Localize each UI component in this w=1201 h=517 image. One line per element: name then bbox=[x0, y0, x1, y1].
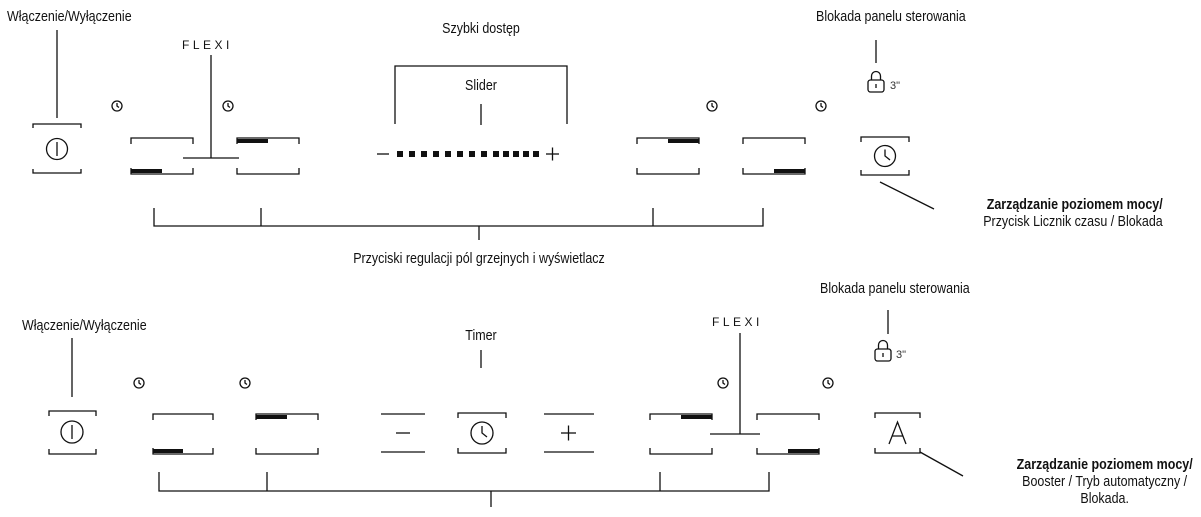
bottom-power-button[interactable] bbox=[48, 410, 97, 455]
power-icon bbox=[60, 420, 84, 444]
bottom-flexi-label: FLEXI bbox=[712, 315, 763, 329]
bottom-zone-button-3[interactable] bbox=[649, 413, 713, 455]
timer-icon bbox=[111, 100, 123, 112]
bottom-power-mgmt-line3: Blokada. bbox=[1080, 491, 1130, 507]
bottom-power-mgmt-leader bbox=[919, 451, 964, 477]
top-zone-button-1[interactable] bbox=[130, 137, 194, 175]
top-timer-lock-button[interactable] bbox=[860, 136, 910, 176]
bottom-zone-1-level bbox=[153, 449, 183, 453]
bottom-zone-timer-dots bbox=[133, 377, 834, 389]
clock-icon bbox=[873, 144, 897, 168]
bottom-zone-button-1[interactable] bbox=[152, 413, 214, 455]
auto-a-glyph bbox=[888, 420, 907, 445]
top-power-mgmt-title: Zarządzanie poziomem mocy/ bbox=[986, 197, 1163, 213]
bottom-power-mgmt-title: Zarządzanie poziomem mocy/ bbox=[1016, 457, 1193, 473]
top-zone-1-level bbox=[131, 169, 162, 173]
bottom-power-mgmt-line2: Booster / Tryb automatyczny / bbox=[1022, 474, 1188, 490]
bottom-zones-bracket bbox=[158, 472, 770, 492]
bottom-zone-button-4[interactable] bbox=[756, 413, 820, 455]
top-lock-label: Blokada panelu sterowania bbox=[816, 9, 966, 25]
top-power-mgmt-note: Zarządzanie poziomem mocy/ Przycisk Licz… bbox=[984, 197, 1163, 231]
power-icon bbox=[45, 137, 69, 161]
lock-icon bbox=[867, 70, 885, 93]
slider-segments[interactable] bbox=[397, 151, 539, 157]
slider-label: Slider bbox=[465, 78, 497, 94]
bottom-lock-time: 3" bbox=[896, 349, 907, 361]
bottom-zone-3-level bbox=[681, 415, 712, 419]
bottom-power-label: Włączenie/Wyłączenie bbox=[22, 318, 147, 334]
top-zone-timer-dots bbox=[111, 100, 827, 112]
top-zones-bracket bbox=[153, 208, 764, 227]
bottom-zone-4-level bbox=[788, 449, 819, 453]
bottom-lock-label: Blokada panelu sterowania bbox=[820, 281, 970, 297]
timer-icon bbox=[239, 377, 251, 389]
bottom-auto-button[interactable] bbox=[874, 412, 921, 454]
timer-icon bbox=[222, 100, 234, 112]
bottom-plus-button[interactable] bbox=[544, 413, 594, 453]
top-power-mgmt-sub: Przycisk Licznik czasu / Blokada bbox=[983, 214, 1163, 230]
bottom-zone-2-level bbox=[256, 415, 287, 419]
quick-access-bracket bbox=[394, 65, 568, 124]
top-zone-button-2[interactable] bbox=[236, 137, 300, 175]
timer-icon bbox=[717, 377, 729, 389]
clock-icon bbox=[470, 421, 494, 445]
top-zone-2-level bbox=[237, 139, 268, 143]
timer-icon bbox=[706, 100, 718, 112]
top-zone-4-level bbox=[774, 169, 805, 173]
bottom-power-mgmt-note: Zarządzanie poziomem mocy/ Booster / Try… bbox=[1017, 457, 1193, 508]
timer-icon bbox=[133, 377, 145, 389]
top-zone-button-3[interactable] bbox=[636, 137, 700, 175]
top-lock-time: 3" bbox=[890, 80, 901, 92]
timer-icon bbox=[822, 377, 834, 389]
bottom-zone-button-2[interactable] bbox=[255, 413, 319, 455]
top-power-button[interactable] bbox=[32, 123, 82, 174]
top-zones-label: Przyciski regulacji pól grzejnych i wyśw… bbox=[353, 251, 605, 267]
top-zone-button-4[interactable] bbox=[742, 137, 806, 175]
bottom-minus-button[interactable] bbox=[381, 413, 425, 453]
top-flexi-label: FLEXI bbox=[182, 38, 233, 52]
top-zone-3-level bbox=[668, 139, 699, 143]
bottom-timer-button[interactable] bbox=[457, 412, 507, 454]
top-power-mgmt-leader bbox=[879, 181, 935, 210]
lock-icon bbox=[874, 339, 892, 362]
timer-label: Timer bbox=[465, 328, 497, 344]
top-power-label: Włączenie/Wyłączenie bbox=[7, 9, 132, 25]
timer-icon bbox=[815, 100, 827, 112]
quick-access-label: Szybki dostęp bbox=[442, 21, 520, 37]
